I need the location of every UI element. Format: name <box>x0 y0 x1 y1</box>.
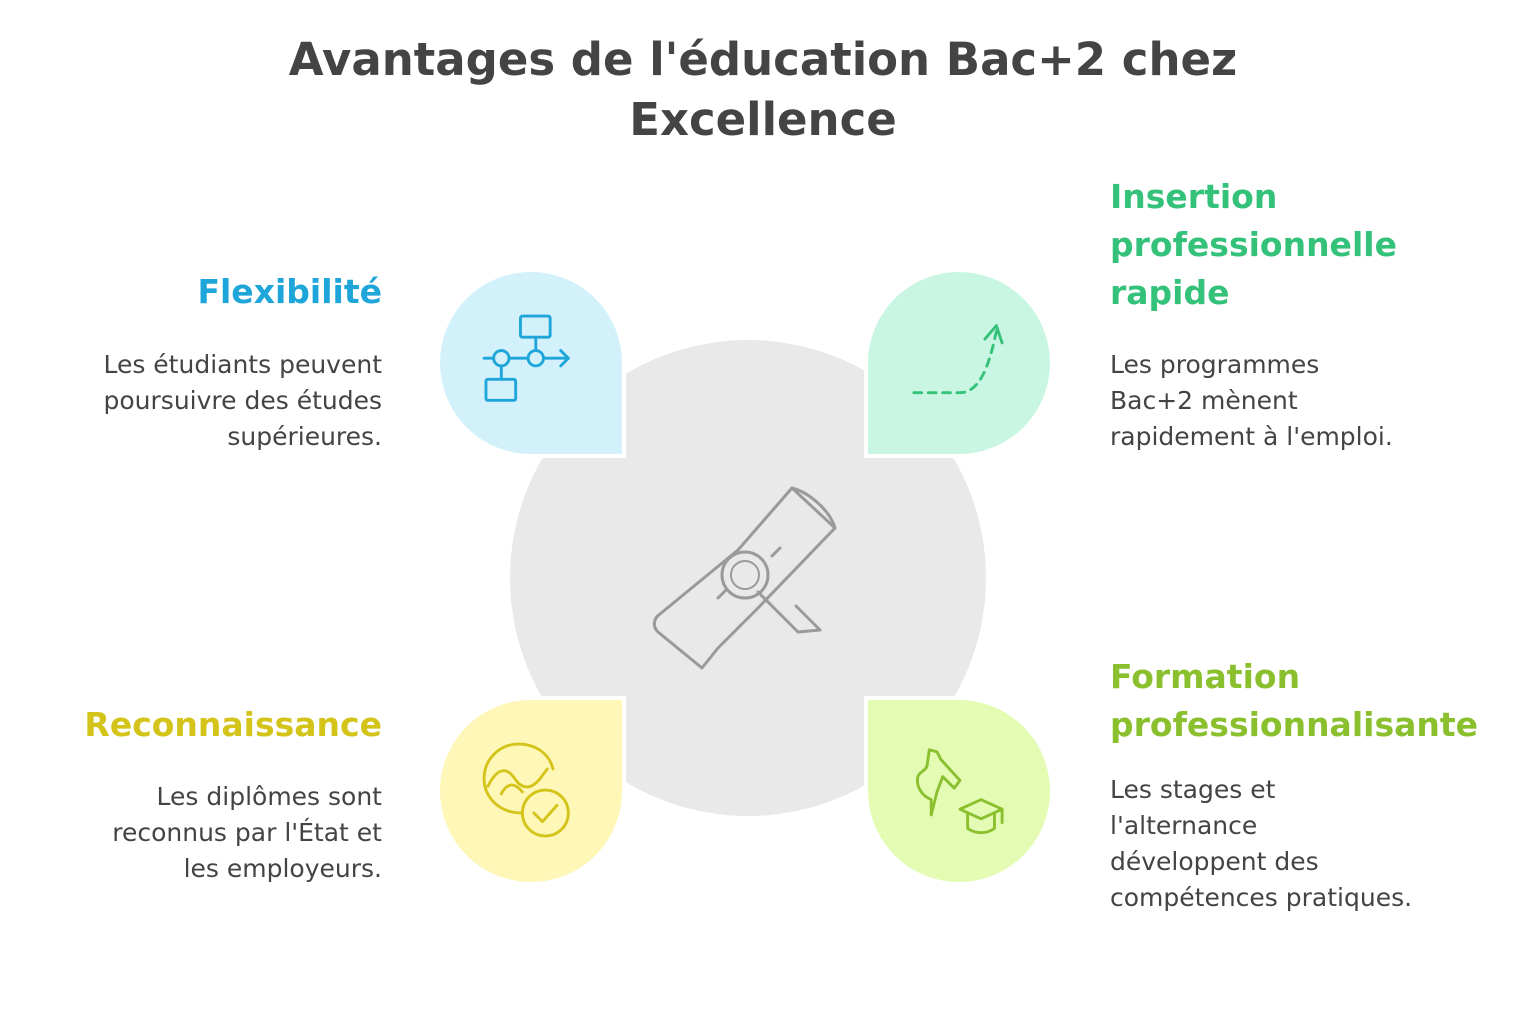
formation-line-1: Les stages et <box>1110 775 1276 804</box>
diploma-icon <box>652 486 837 670</box>
insertion-title-line-2: professionnelle <box>1110 225 1397 264</box>
formation-line-4: compétences pratiques. <box>1110 883 1413 912</box>
flexibilite-description: Les étudiants peuvent poursuivre des étu… <box>103 347 382 455</box>
formation-description: Les stages et l'alternance développent d… <box>1110 772 1412 916</box>
reconnaissance-line-1: Les diplômes sont <box>156 782 382 811</box>
flexibilite-line-1: Les étudiants peuvent <box>103 350 382 379</box>
page-title-line-1: Avantages de l'éducation Bac+2 chez <box>288 33 1238 86</box>
graduate-hat-icon <box>916 748 1004 835</box>
flowchart-icon <box>482 314 570 402</box>
page-title: Avantages de l'éducation Bac+2 chez Exce… <box>0 30 1526 150</box>
formation-title-line-1: Formation <box>1110 657 1301 696</box>
insertion-line-3: rapidement à l'emploi. <box>1110 422 1393 451</box>
page-title-line-2: Excellence <box>629 93 897 146</box>
formation-drop <box>864 696 1054 886</box>
insertion-line-2: Bac+2 mènent <box>1110 386 1298 415</box>
reconnaissance-line-3: les employeurs. <box>183 854 382 883</box>
insertion-title: Insertion professionnelle rapide <box>1110 173 1397 317</box>
certified-check-icon <box>482 742 570 838</box>
reconnaissance-drop <box>436 696 626 886</box>
reconnaissance-title: Reconnaissance <box>84 705 382 744</box>
insertion-title-line-1: Insertion <box>1110 177 1278 216</box>
formation-title-line-2: professionnalisante <box>1110 705 1479 744</box>
insertion-title-line-3: rapide <box>1110 273 1230 312</box>
formation-line-3: développent des <box>1110 847 1319 876</box>
rising-arrow-icon <box>912 324 1004 395</box>
formation-line-2: l'alternance <box>1110 811 1258 840</box>
flexibilite-drop <box>436 268 626 458</box>
flexibilite-line-3: supérieures. <box>227 422 382 451</box>
reconnaissance-description: Les diplômes sont reconnus par l'État et… <box>112 779 382 887</box>
flexibilite-title: Flexibilité <box>197 272 382 311</box>
insertion-drop <box>864 268 1054 458</box>
reconnaissance-line-2: reconnus par l'État et <box>112 818 382 847</box>
formation-title: Formation professionnalisante <box>1110 653 1478 749</box>
insertion-line-1: Les programmes <box>1110 350 1320 379</box>
flexibilite-line-2: poursuivre des études <box>103 386 382 415</box>
insertion-description: Les programmes Bac+2 mènent rapidement à… <box>1110 347 1393 455</box>
